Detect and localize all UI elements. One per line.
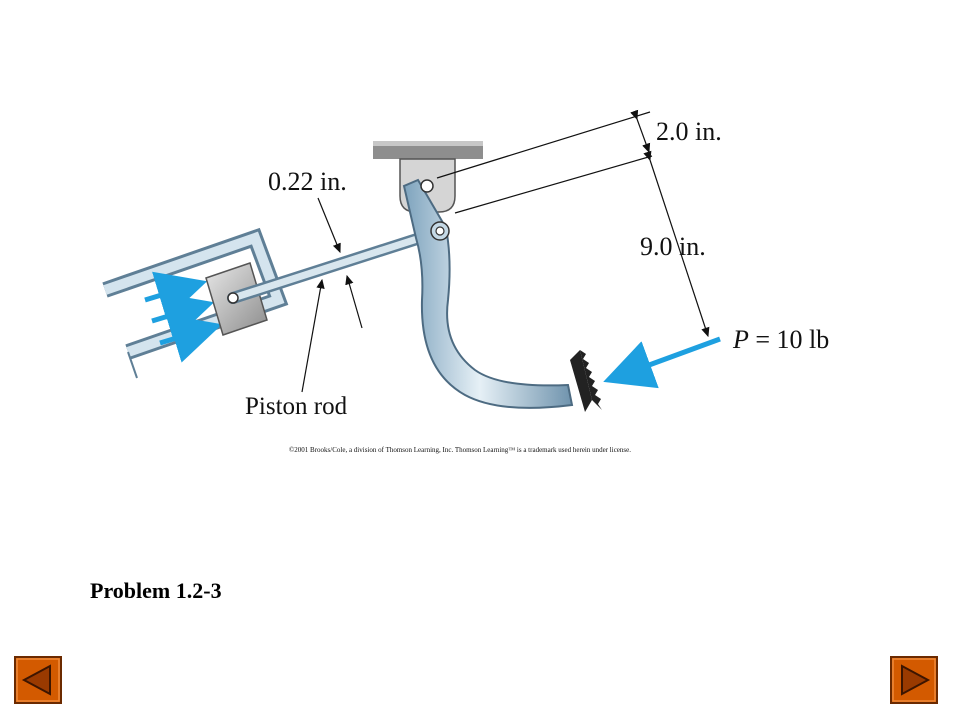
triangle-left-icon <box>21 664 51 696</box>
dim-clevis-offset: 2.0 in. <box>656 117 722 146</box>
brake-pedal <box>402 178 574 409</box>
previous-slide-button[interactable] <box>14 656 62 704</box>
load-value: = 10 lb <box>749 325 829 354</box>
dim-lever-arm: 9.0 in. <box>640 232 706 261</box>
piston-rod-label: Piston rod <box>245 393 348 420</box>
load-arrow <box>603 336 721 389</box>
dimension-lines <box>301 109 710 393</box>
piston-rod <box>227 225 448 304</box>
pressure-arrows <box>144 271 223 363</box>
pedal-pad <box>570 350 602 412</box>
load-label: P = 10 lb <box>732 325 829 354</box>
copyright-notice: ©2001 Brooks/Cole, a division of Thomson… <box>288 446 631 454</box>
load-symbol: P <box>732 325 749 354</box>
dim-rod-diameter: 0.22 in. <box>268 167 347 196</box>
triangle-right-icon <box>901 664 931 696</box>
next-slide-button[interactable] <box>890 656 938 704</box>
slide-title: Problem 1.2-3 <box>90 578 222 603</box>
